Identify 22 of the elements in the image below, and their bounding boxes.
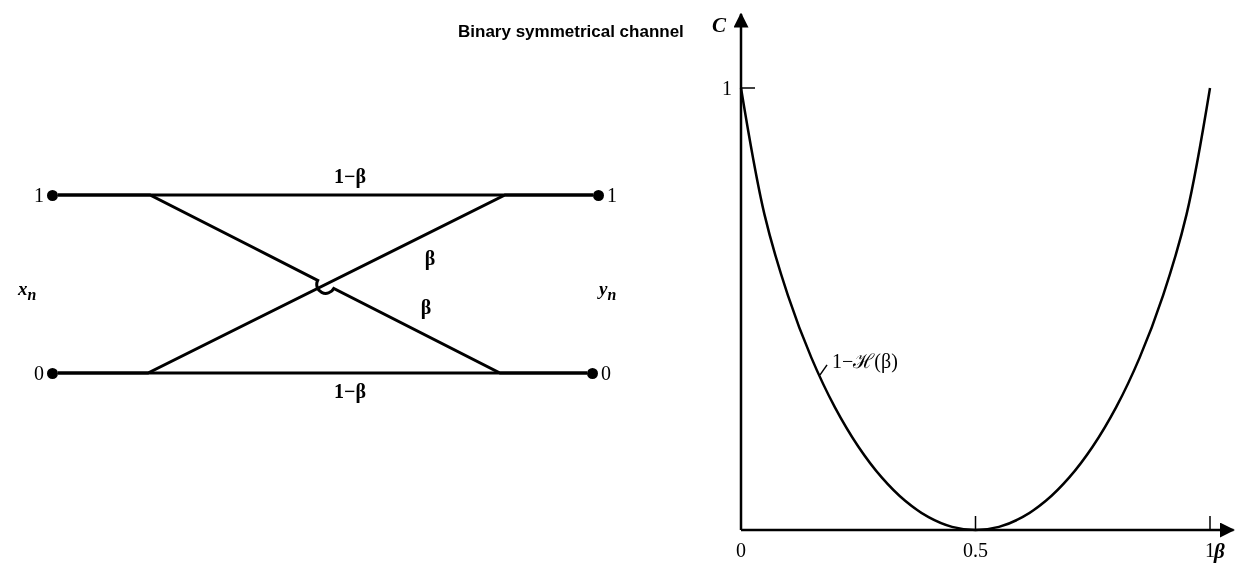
tick-label: 0 <box>736 539 746 561</box>
variable-label: x$_{n}$ <box>18 278 37 304</box>
terminal-node <box>593 185 617 205</box>
variable-label: y$_{n}$ <box>599 278 617 304</box>
axis-label: C <box>712 13 726 37</box>
axis-label: β <box>1214 539 1225 563</box>
diagram-title: Binary symmetrical channel <box>458 22 684 42</box>
terminal-node <box>587 363 611 383</box>
terminal-node <box>34 185 58 205</box>
tick-label: 0.5 <box>963 539 988 561</box>
node-label: 1 <box>34 183 44 207</box>
edge-label: 1−β <box>332 166 368 186</box>
tick-label: 1 <box>722 77 732 99</box>
terminal-node <box>34 363 58 383</box>
edge-label: β <box>422 248 438 268</box>
channel-line <box>58 371 587 375</box>
edge-label: 1−β <box>332 381 368 401</box>
curve-label: 1−ℋ(β) <box>830 350 900 371</box>
edge-label: β <box>418 297 434 317</box>
node-label: 1 <box>607 183 617 207</box>
node-label: 0 <box>34 361 44 385</box>
node-label: 0 <box>601 361 611 385</box>
